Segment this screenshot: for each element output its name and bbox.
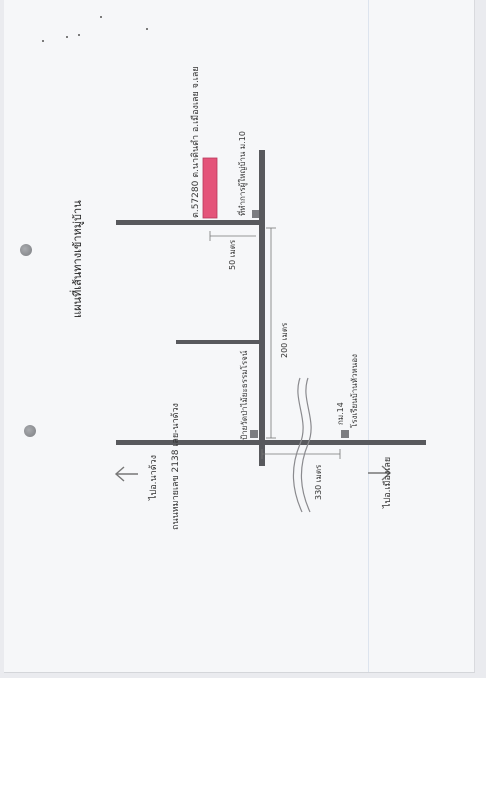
destination-label: ต.57280 ต.นาดินดำ อ.เมืองเลย จ.เลย [191,66,201,218]
punch-hole-top [20,244,32,256]
dimension-50m [209,231,256,241]
branch-road-middle [176,340,261,344]
destination-marker [202,157,218,219]
to-loei-label: ไปอ.เมืองเลย [383,456,393,508]
square-marker-icon [252,210,259,218]
scanned-page: แผนที่เส้นทางเข้าหมู่บ้าน ต.57280 ต.นาดิ… [0,0,486,678]
arrow-left-icon [114,466,138,482]
river-line [300,377,312,513]
km-marker-label: กม.14 [336,402,345,425]
to-naduang-label: ไปอ.นาด้วง [149,454,159,500]
scan-speck [78,34,80,36]
square-marker-icon [250,430,258,438]
distance-200m-label: 200 เมตร [280,322,289,358]
square-marker-icon [341,430,349,438]
dimension-200m [266,227,276,439]
scan-speck [100,16,102,18]
paper-sheet [4,0,475,673]
temple-label: ป้ายวัดป่าไม้ยะธรรมโรจน์ [240,350,249,440]
map-title: แผนที่เส้นทางเข้าหมู่บ้าน [71,200,84,318]
distance-330m-label: 330 เมตร [314,464,323,500]
school-label: โรงเรียนบ้านหัวหนอง [350,354,359,428]
punch-hole-bottom [24,425,36,437]
route-map [114,150,426,513]
arrow-right-icon [368,465,392,481]
river-line [292,377,304,513]
highway-label: ถนนหมายเลข 2138 เลย-นาด้วง [171,403,181,530]
highway-2138 [116,440,426,445]
dimension-330m [261,449,341,459]
main-road [259,150,265,466]
scan-speck [66,36,68,38]
distance-50m-label: 50 เมตร [228,239,237,270]
branch-road-top [116,220,261,225]
fold-line [368,0,369,672]
village-office-label: ที่ทำการผู้ใหญ่บ้าน ม.10 [238,131,247,216]
scan-speck [146,28,148,30]
scan-speck [42,40,44,42]
